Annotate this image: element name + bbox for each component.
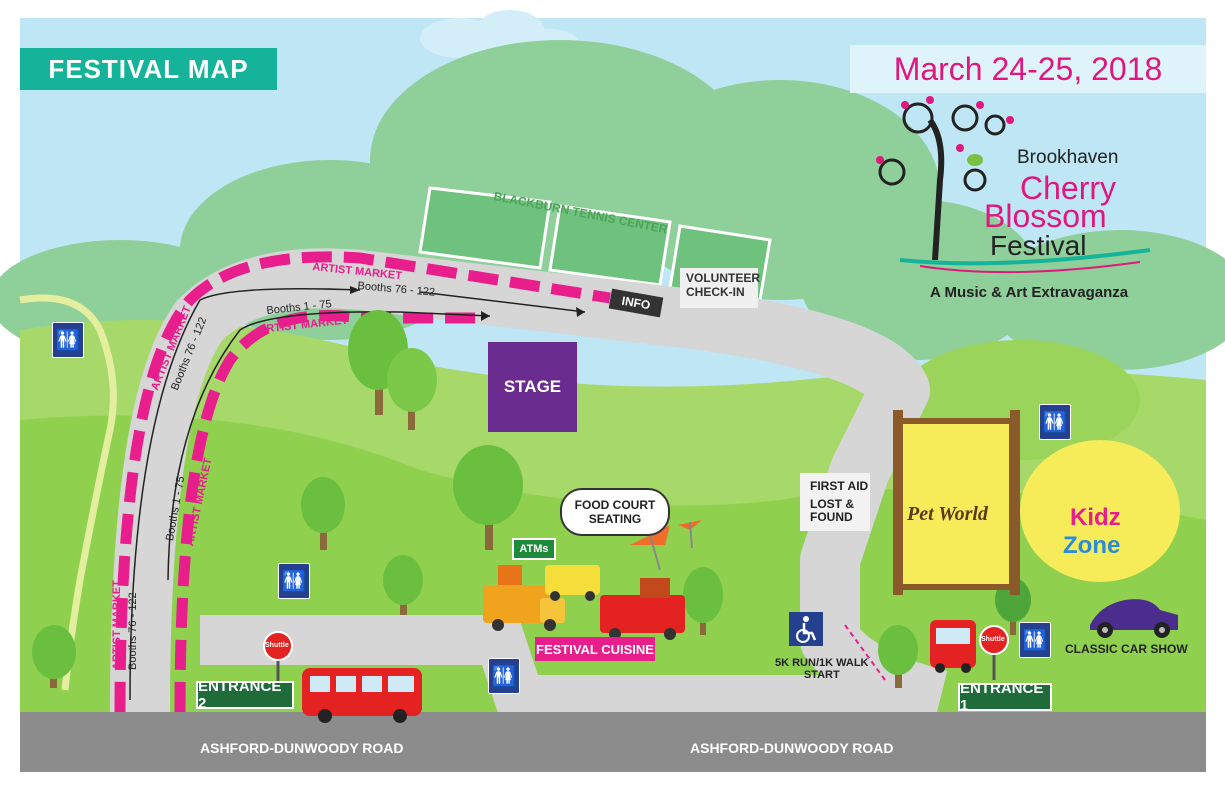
restroom-icon: 🚻 xyxy=(52,322,84,358)
atms-label: ATMs xyxy=(512,538,556,560)
food-court-seating-label: FOOD COURT SEATING xyxy=(560,488,670,536)
road xyxy=(20,712,1206,772)
festival-cuisine-label: FESTIVAL CUISINE xyxy=(535,637,655,661)
artist-market-outer xyxy=(114,251,611,713)
festival-date: March 24-25, 2018 xyxy=(850,45,1206,93)
lost-and-found-label: LOST & FOUND xyxy=(810,497,854,524)
zone-label: Zone xyxy=(1063,532,1121,559)
kidz-zone-area xyxy=(1020,440,1180,582)
first-aid-sign-bg xyxy=(800,473,870,531)
trees xyxy=(32,310,1031,688)
cherry-tree-icon xyxy=(876,96,1151,274)
pet-world-label: Pet World xyxy=(907,503,988,525)
shuttle-label-right: Shuttle xyxy=(981,636,1005,643)
footpath xyxy=(19,294,117,691)
entrance-2-label: ENTRANCE 2 xyxy=(196,678,294,712)
artist-market-label-left-lower: ARTIST MARKET xyxy=(111,580,123,670)
road-label-right: ASHFORD-DUNWOODY ROAD xyxy=(690,740,894,756)
kidz-label: Kidz xyxy=(1070,504,1121,531)
food-truck-icon xyxy=(483,565,685,640)
restroom-icon: 🚻 xyxy=(1039,404,1071,440)
logo-cherry: Cherry xyxy=(1020,170,1117,206)
shuttle-label-left: Shuttle xyxy=(265,642,289,649)
logo-brookhaven: Brookhaven xyxy=(1017,147,1119,168)
run-start-line xyxy=(844,624,886,681)
classic-car-icon xyxy=(1090,599,1178,638)
restroom-icon: 🚻 xyxy=(278,563,310,599)
restroom-icon: 🚻 xyxy=(1019,622,1051,658)
pet-world-area xyxy=(897,418,1015,590)
run-walk-start-label: 5K RUN/1K WALK START xyxy=(775,657,869,681)
arrow-heads xyxy=(350,286,585,321)
stage: STAGE xyxy=(488,342,577,432)
artist-market-inner xyxy=(174,310,480,713)
volunteer-check-in-label: VOLUNTEER CHECK-IN xyxy=(680,268,760,308)
booths-76-122-label-left-lower: Booths 76 - 122 xyxy=(127,592,139,670)
first-aid-label: FIRST AID xyxy=(810,479,869,493)
map-title: FESTIVAL MAP xyxy=(20,48,277,90)
bus-icon xyxy=(302,668,422,723)
booth-arrows xyxy=(129,288,586,701)
logo-blossom: Blossom xyxy=(984,198,1107,234)
main-walkway xyxy=(110,248,948,730)
logo-festival: Festival xyxy=(990,230,1087,261)
shuttle-stop-icon xyxy=(263,625,1009,690)
entrance-1-label: ENTRANCE 1 xyxy=(958,680,1052,714)
logo-tagline: A Music & Art Extravaganza xyxy=(930,284,1129,301)
shuttle-bus-icon xyxy=(930,620,976,673)
road-label-left: ASHFORD-DUNWOODY ROAD xyxy=(200,740,404,756)
classic-car-show-label: CLASSIC CAR SHOW xyxy=(1065,642,1188,656)
restroom-icon: 🚻 xyxy=(488,658,520,694)
